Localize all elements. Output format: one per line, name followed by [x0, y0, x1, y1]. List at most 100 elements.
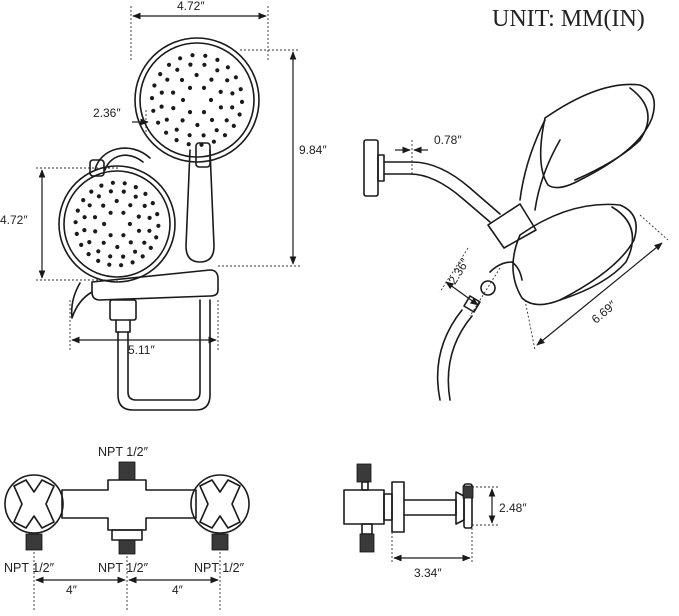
nozzle-dot — [231, 123, 236, 128]
nozzle-dot — [187, 133, 192, 138]
nozzle-dot — [96, 258, 101, 263]
nozzle-dot — [179, 77, 185, 83]
nozzle-dot — [164, 117, 169, 122]
nozzle-dot — [164, 130, 169, 135]
nozzle-dot — [119, 263, 124, 268]
nozzle-dot — [133, 185, 138, 190]
dim-valve-height: 2.48″ — [499, 501, 527, 515]
nozzle-dot — [174, 127, 179, 132]
nozzle-dot — [73, 220, 78, 225]
nozzle-dot — [166, 62, 172, 67]
nozzle-dot — [155, 212, 160, 217]
nozzle-dot — [147, 215, 152, 220]
nozzle-dot — [136, 214, 141, 219]
dim-spacing-left: 4″ — [66, 583, 78, 597]
nozzle-dot — [108, 189, 113, 194]
dim-head-offset: 2.36″ — [93, 106, 121, 120]
nozzle-dot — [195, 122, 200, 128]
nozzle-dot — [218, 105, 223, 110]
nozzle-dot — [194, 72, 199, 78]
nozzle-dot — [99, 183, 104, 188]
dim-base-width: 5.11″ — [128, 343, 155, 357]
nozzle-dot — [209, 117, 215, 123]
nozzle-dot — [188, 62, 193, 67]
nozzle-dot — [82, 215, 87, 220]
dim-head-diameter: 4.72″ — [0, 213, 28, 227]
dim-width-top: 4.72″ — [177, 0, 205, 13]
nozzle-dot — [136, 228, 142, 233]
nozzle-dot — [79, 242, 84, 247]
nozzle-dot — [165, 77, 170, 82]
nozzle-dot — [215, 68, 220, 73]
nozzle-dot — [87, 240, 92, 245]
nozzle-dot — [110, 180, 115, 185]
nozzle-dot — [237, 112, 242, 117]
nozzle-dot — [148, 245, 153, 250]
nozzle-dot — [180, 118, 185, 123]
nozzle-dot — [187, 85, 193, 90]
nozzle-dot — [159, 104, 164, 109]
nozzle-dot — [101, 203, 106, 208]
nozzle-dot — [92, 215, 98, 220]
nozzle-dot — [121, 233, 126, 238]
nozzle-dot — [74, 231, 79, 236]
npt-left-label: NPT 1/2″ — [4, 561, 55, 575]
nozzle-dot — [174, 138, 179, 143]
nozzle-dot — [121, 189, 126, 194]
nozzle-dot — [108, 233, 113, 238]
dim-arm: 0.78″ — [434, 133, 462, 147]
nozzle-dot — [222, 133, 228, 138]
nozzle-dot — [114, 198, 119, 204]
nozzle-dot — [93, 229, 98, 234]
nozzle-dot — [156, 120, 161, 125]
nozzle-dot — [225, 78, 230, 83]
nozzle-dot — [86, 252, 91, 257]
nozzle-dot — [133, 249, 138, 254]
nozzle-dot — [127, 221, 132, 227]
unit-label: UNIT: MM(IN) — [492, 6, 645, 32]
dim-height: 9.84″ — [299, 143, 327, 157]
nozzle-dot — [239, 99, 245, 104]
nozzle-dot — [108, 254, 113, 259]
nozzle-dot — [121, 254, 126, 259]
nozzle-dot — [201, 133, 206, 138]
nozzle-dot — [175, 67, 180, 72]
nozzle-dot — [215, 57, 220, 63]
nozzle-dot — [108, 210, 113, 215]
nozzle-dot — [128, 203, 133, 208]
nozzle-dot — [202, 62, 207, 67]
nozzle-dot — [149, 96, 155, 101]
nozzle-dot — [150, 201, 155, 206]
nozzle-dot — [130, 260, 135, 265]
nozzle-dot — [208, 97, 214, 103]
valve-front-view: NPT 1/2″ NPT 1/2″ NPT 1/2″ NPT 1/2″ 4″ 4… — [4, 445, 250, 612]
nozzle-dot — [128, 240, 133, 245]
nozzle-dot — [151, 108, 156, 113]
nozzle-dot — [107, 262, 112, 267]
nozzle-dot — [178, 56, 183, 61]
nozzle-dot — [101, 240, 106, 245]
nozzle-dot — [87, 203, 92, 208]
nozzle-dot — [147, 228, 152, 233]
nozzle-dot — [211, 139, 216, 144]
nozzle-dot — [238, 87, 243, 92]
nozzle-dot — [122, 181, 127, 186]
nozzle-dot — [224, 118, 229, 123]
nozzle-dot — [143, 191, 148, 196]
nozzle-dot — [230, 91, 235, 96]
nozzle-dot — [171, 106, 176, 111]
nozzle-dot — [154, 235, 159, 240]
nozzle-dot — [203, 53, 208, 58]
nozzle-dot — [190, 53, 195, 58]
nozzle-dot — [96, 249, 101, 254]
nozzle-dot — [187, 110, 193, 115]
valve-side-view: 2.48″ 3.34″ — [343, 463, 527, 580]
nozzle-dot — [201, 110, 207, 115]
nozzle-dot — [102, 221, 107, 227]
nozzle-dot — [121, 210, 126, 215]
nozzle-dot — [96, 194, 101, 199]
dim-spacing-right: 4″ — [172, 583, 184, 597]
nozzle-dot — [225, 65, 230, 70]
nozzle-dot — [142, 240, 147, 245]
nozzle-dot — [81, 198, 86, 203]
